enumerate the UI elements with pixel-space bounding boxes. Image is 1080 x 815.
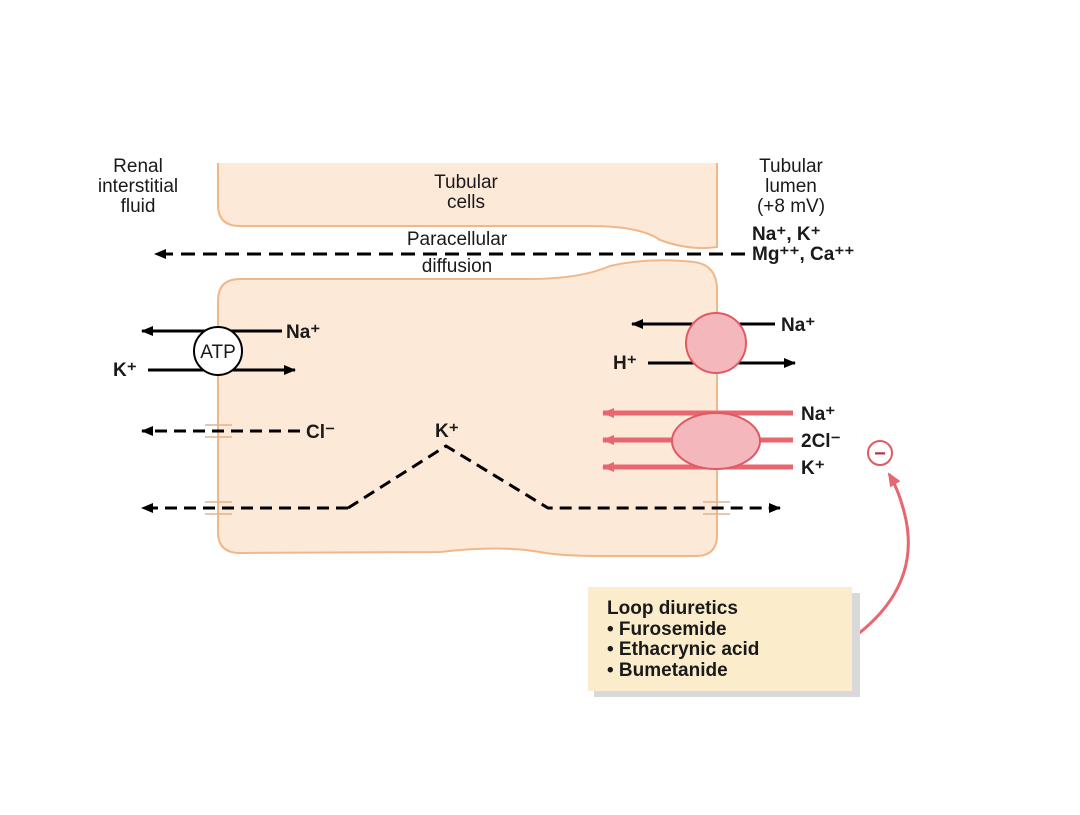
interstitial-label-1: Renal [113, 156, 163, 177]
drug-item-ethacrynic-acid: • Ethacrynic acid [607, 639, 759, 660]
paracellular-ions-2: Mg⁺⁺, Ca⁺⁺ [752, 244, 854, 265]
k-recycle-label: K⁺ [435, 421, 459, 442]
na-h-exchanger [685, 312, 747, 374]
drug-box [588, 587, 852, 691]
cells-label-1: Tubular [434, 172, 498, 193]
cotransporter-na-label: Na⁺ [801, 404, 835, 425]
pump-na-label: Na⁺ [286, 322, 320, 343]
cells-label-2: cells [447, 192, 485, 213]
drug-item-furosemide: • Furosemide [607, 619, 727, 640]
upper-tubular-cell [217, 161, 718, 250]
inhibition-symbol: − [874, 443, 886, 465]
atp-pump [193, 326, 243, 376]
atp-label: ATP [200, 342, 236, 363]
inhibition-icon [867, 440, 893, 466]
chloride-label: Cl⁻ [306, 422, 335, 443]
cotransporter-k-label: K⁺ [801, 458, 825, 479]
diffusion-label: diffusion [422, 256, 492, 277]
inhibition-arrow [849, 472, 910, 642]
na-k-2cl-cotransporter [671, 412, 761, 470]
drug-box-title: Loop diuretics [607, 598, 738, 619]
lumen-label-2: lumen [765, 176, 817, 197]
lumen-label-3: (+8 mV) [757, 196, 825, 217]
cotransporter-cl-label: 2Cl⁻ [801, 431, 841, 452]
interstitial-label-2: interstitial [98, 176, 178, 197]
pump-k-label: K⁺ [113, 360, 137, 381]
lower-tubular-cell [217, 259, 718, 557]
drug-item-bumetanide: • Bumetanide [607, 660, 728, 681]
paracellular-ions-1: Na⁺, K⁺ [752, 224, 821, 245]
paracellular-label: Paracellular [407, 229, 508, 250]
interstitial-label-3: fluid [121, 196, 156, 217]
exchanger-na-label: Na⁺ [781, 315, 815, 336]
lumen-label-1: Tubular [759, 156, 823, 177]
exchanger-h-label: H⁺ [613, 353, 637, 374]
k-recycle-path [347, 444, 781, 513]
